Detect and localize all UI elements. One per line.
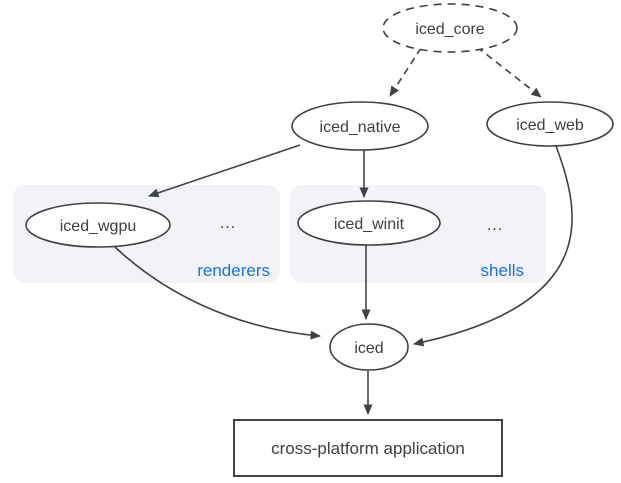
node-iced-native: iced_native: [291, 101, 429, 151]
node-iced-wgpu-label: iced_wgpu: [60, 218, 137, 235]
edge-iced-wgpu-to-iced: [113, 245, 321, 340]
renderers-ellipsis: ...: [220, 215, 236, 232]
node-iced-winit-shape: [297, 200, 441, 246]
node-iced-core-shape: [382, 3, 518, 53]
node-iced-web-label: iced_web: [516, 117, 584, 134]
node-iced-web: iced_web: [486, 101, 614, 147]
edge-iced-core-to-iced-native: [389, 47, 422, 97]
node-iced-wgpu-shape: [25, 202, 171, 248]
node-cross-platform-application-shape: [233, 419, 503, 477]
node-iced-native-shape: [291, 101, 429, 151]
shells-ellipsis: ...: [487, 217, 503, 234]
node-iced-web-shape: [486, 101, 614, 147]
node-iced-native-label: iced_native: [320, 119, 401, 136]
node-cross-platform-application: cross-platform application: [233, 419, 503, 477]
node-iced-shape: [329, 323, 409, 371]
node-iced-winit: iced_winit: [297, 200, 441, 246]
group-label-shells: shells: [481, 261, 524, 280]
edge-iced-web-to-iced: [413, 145, 573, 347]
group-label-renderers: renderers: [197, 261, 270, 280]
node-cross-platform-application-label: cross-platform application: [271, 439, 465, 458]
node-iced-label: iced: [354, 340, 383, 357]
node-iced-core: iced_core: [382, 3, 518, 53]
node-iced-wgpu: iced_wgpu: [25, 202, 171, 248]
node-iced-winit-label: iced_winit: [334, 216, 405, 233]
node-iced: iced: [329, 323, 409, 371]
edge-iced-core-to-iced-web: [476, 46, 542, 98]
edge-iced-native-to-iced-wgpu: [148, 144, 301, 198]
node-iced-core-label: iced_core: [415, 21, 484, 38]
